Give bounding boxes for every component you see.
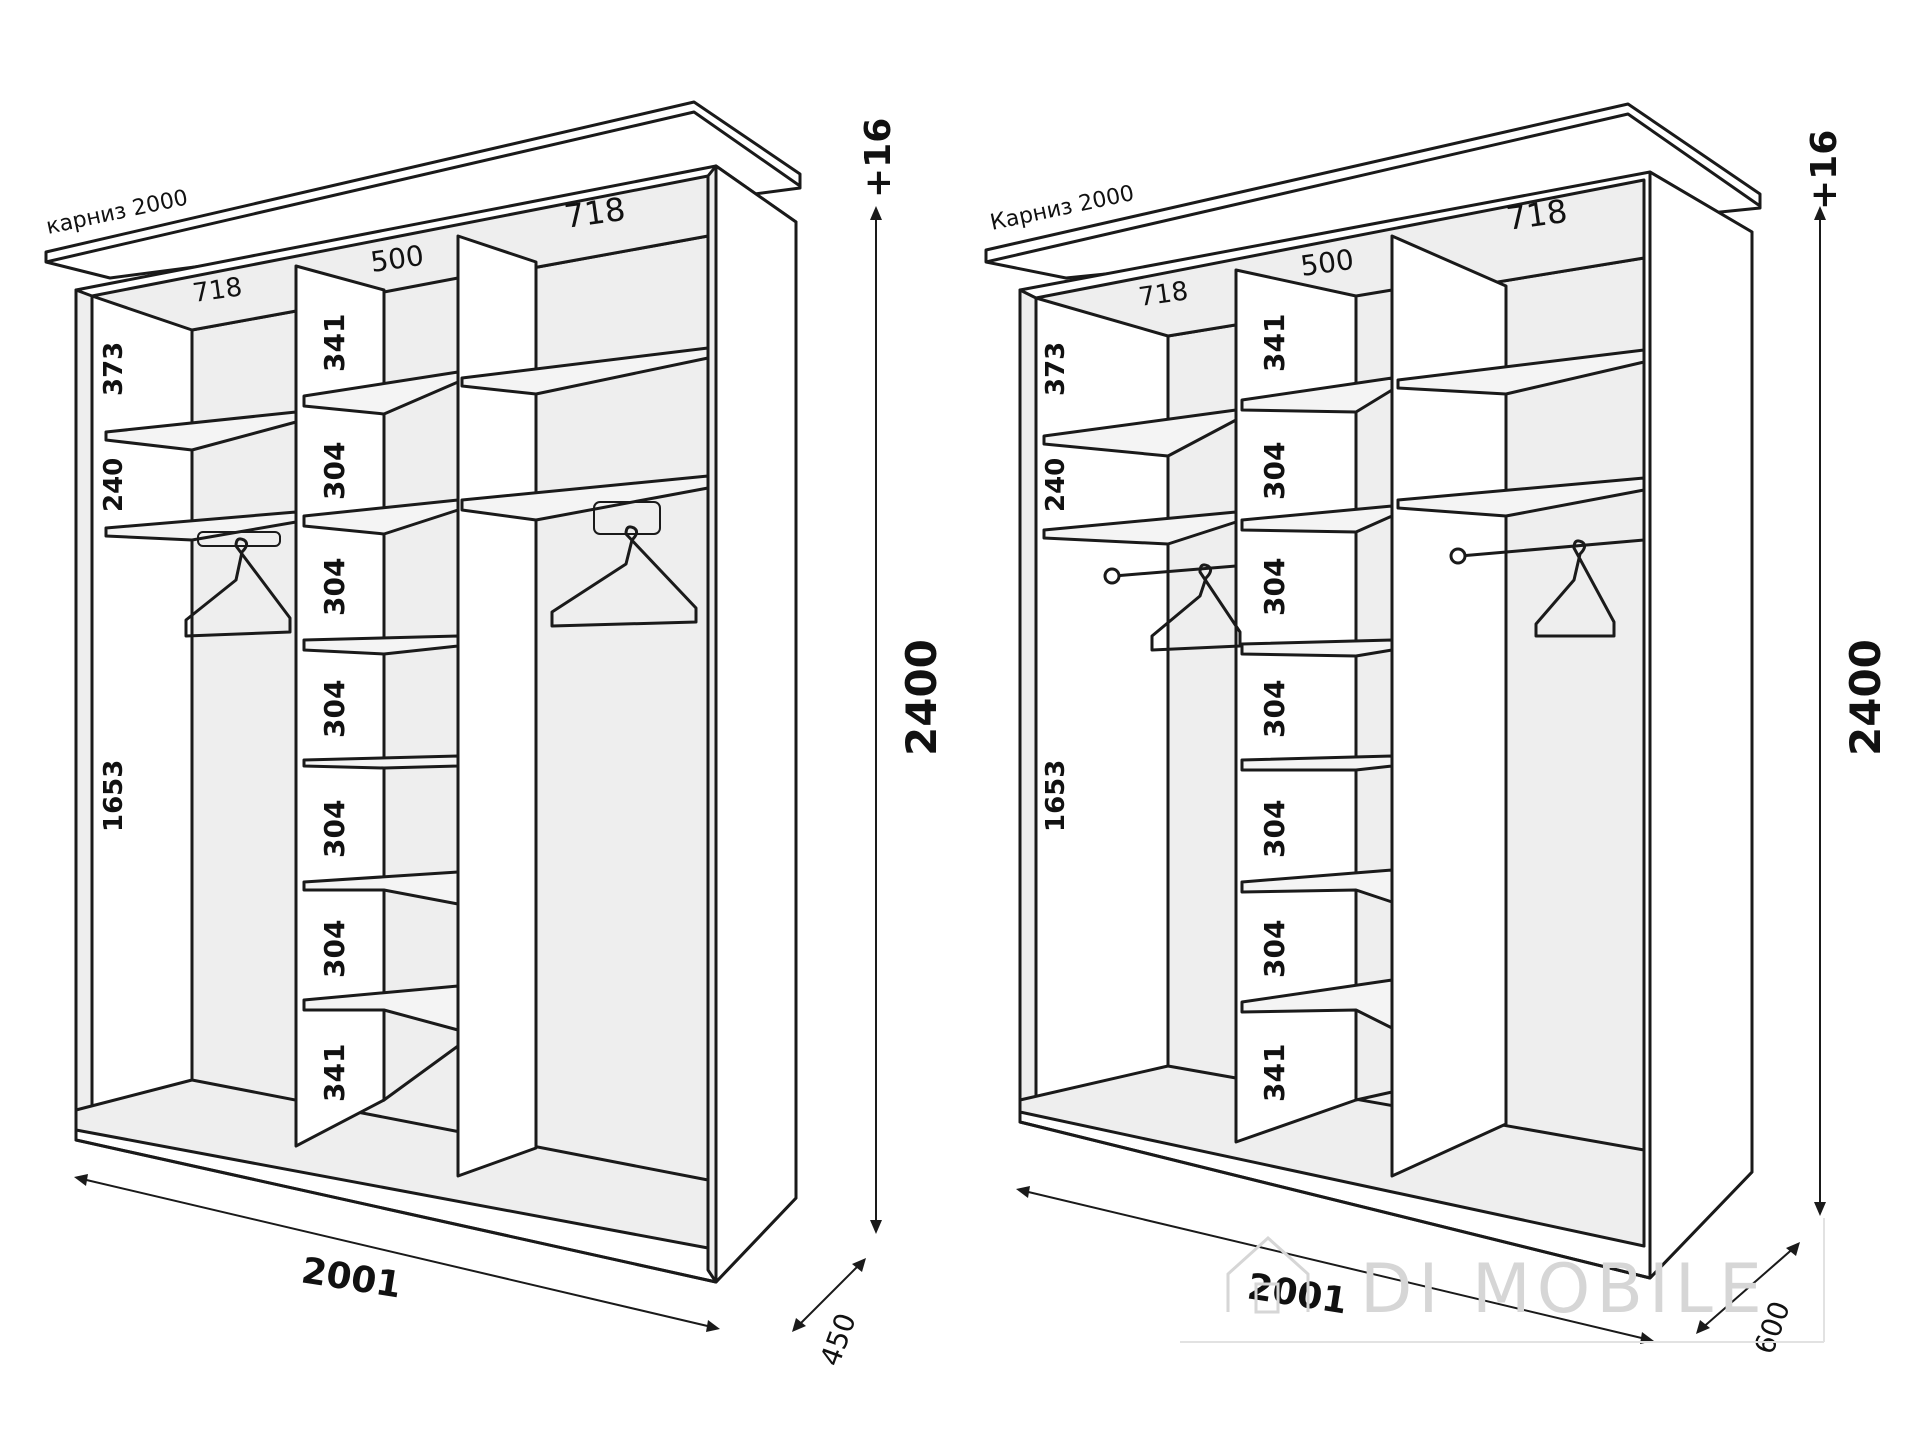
- left-mid-shelf-3: [302, 634, 460, 656]
- right-m-304c: 304: [1258, 680, 1291, 738]
- right-bottom-panel: [1018, 1064, 1646, 1248]
- left-labels: карниз 2000 718 500 718 373 240 1653 341…: [44, 118, 946, 1371]
- right-m-304b: 304: [1258, 558, 1291, 616]
- right-shelf-1: [1042, 408, 1238, 458]
- left-m-304e: 304: [318, 920, 351, 978]
- right-top-500: 500: [1298, 243, 1356, 283]
- left-right-side-ext: [714, 164, 798, 1284]
- left-mid-shelf-6: [302, 984, 460, 1032]
- right-right-shelf-2: [1396, 476, 1646, 518]
- right-mid-shelf-2: [1240, 504, 1394, 534]
- left-top-500: 500: [368, 239, 426, 279]
- left-total-height: 2400: [897, 639, 946, 756]
- right-top-718b: 718: [1504, 192, 1570, 238]
- right-extra-height: +16: [1804, 130, 1845, 210]
- left-bottom-panel: [74, 1078, 710, 1250]
- right-rail-1: [1113, 564, 1237, 578]
- right-mid-shelf-6: [1240, 978, 1394, 1030]
- left-width-arrow-start: [74, 1174, 88, 1186]
- right-side-panel: [1018, 288, 1038, 1102]
- right-width-arrow-start: [1016, 1186, 1030, 1198]
- left-top-718b: 718: [562, 190, 628, 236]
- left-depth: 450: [814, 1309, 863, 1371]
- left-side-panel: [74, 288, 94, 1112]
- watermark: DI MOBILE: [1180, 1218, 1825, 1343]
- left-m-304c: 304: [318, 680, 351, 738]
- right-mid-shelf-4: [1240, 754, 1394, 772]
- left-h-1653: 1653: [99, 760, 129, 832]
- left-height-arrow-bottom: [870, 1220, 882, 1234]
- left-height-arrow-top: [870, 206, 882, 220]
- left-h-373: 373: [99, 342, 129, 396]
- left-mid-shelf-1: [302, 370, 460, 416]
- right-total-height: 2400: [1841, 639, 1890, 756]
- left-right-shelf-1: [460, 346, 710, 396]
- right-top-718a: 718: [1137, 276, 1190, 313]
- left-hanger-1: [184, 537, 292, 638]
- left-mid-shelf-4: [302, 754, 460, 770]
- right-m-341a: 341: [1258, 314, 1291, 372]
- left-right-shelf-2: [460, 474, 710, 522]
- right-depth-arrow-end: [1786, 1242, 1800, 1256]
- left-m-304a: 304: [318, 442, 351, 500]
- right-plinth: [1018, 1112, 1651, 1280]
- right-right-shelf-1: [1396, 348, 1646, 396]
- left-hanger-2: [550, 525, 698, 628]
- right-rail-1-end: [1103, 567, 1121, 585]
- left-depth-arrow-end: [852, 1258, 866, 1272]
- right-hanger-2: [1534, 539, 1616, 638]
- right-top-panel: [1034, 178, 1646, 338]
- left-plinth: [74, 1130, 717, 1284]
- right-depth-arrow: [1699, 1245, 1797, 1331]
- right-depth-arrow-start: [1696, 1320, 1710, 1334]
- wardrobe-right: [984, 102, 1762, 1280]
- right-width: 2001: [1245, 1266, 1350, 1322]
- wardrobe-left: [44, 100, 802, 1284]
- left-m-341a: 341: [318, 314, 351, 372]
- left-partition-2: [456, 234, 538, 1178]
- left-top-718a: 718: [191, 272, 244, 309]
- left-width-arrow-end: [706, 1320, 720, 1332]
- right-m-304d: 304: [1258, 800, 1291, 858]
- right-width-arrow: [1019, 1189, 1651, 1341]
- right-shelf-2: [1042, 510, 1238, 546]
- left-width: 2001: [299, 1250, 404, 1306]
- right-mid-shelf-3: [1240, 638, 1394, 658]
- left-depth-arrow: [795, 1261, 863, 1329]
- right-labels: Карниз 2000 718 500 718 373 240 1653 341…: [988, 130, 1890, 1359]
- right-height-arrow-top: [1814, 206, 1826, 220]
- right-h-240: 240: [1041, 458, 1071, 512]
- right-m-304a: 304: [1258, 442, 1291, 500]
- left-m-304d: 304: [318, 800, 351, 858]
- right-m-304e: 304: [1258, 920, 1291, 978]
- right-hanger-1: [1150, 563, 1242, 652]
- right-rail-2: [1459, 538, 1645, 558]
- left-cornice-edge: [45, 110, 801, 264]
- right-h-373: 373: [1041, 342, 1071, 396]
- right-cornice-edge: [985, 112, 1761, 264]
- right-h-1653: 1653: [1041, 760, 1071, 832]
- right-rail-2-end: [1449, 547, 1467, 565]
- right-right-side: [1648, 170, 1754, 1280]
- left-m-341b: 341: [318, 1044, 351, 1102]
- right-mid-shelf-1: [1240, 376, 1394, 414]
- watermark-text: DI MOBILE: [1360, 1250, 1768, 1329]
- right-m-341b: 341: [1258, 1044, 1291, 1102]
- left-mid-shelf-2: [302, 498, 460, 536]
- left-m-304b: 304: [318, 558, 351, 616]
- right-middle-back: [1354, 288, 1394, 1102]
- left-width-arrow: [77, 1177, 717, 1329]
- left-shelf-1: [104, 410, 298, 452]
- left-rail-1: [197, 531, 281, 547]
- left-mid-shelf-5: [302, 870, 460, 906]
- left-depth-arrow-start: [792, 1318, 806, 1332]
- house-logo-icon: [1226, 1235, 1310, 1314]
- right-height-arrow-bottom: [1814, 1202, 1826, 1216]
- right-mid-shelf-5: [1240, 868, 1394, 904]
- left-extra-height: +16: [858, 118, 899, 198]
- right-partition-2: [1390, 234, 1508, 1178]
- left-h-240: 240: [99, 458, 129, 512]
